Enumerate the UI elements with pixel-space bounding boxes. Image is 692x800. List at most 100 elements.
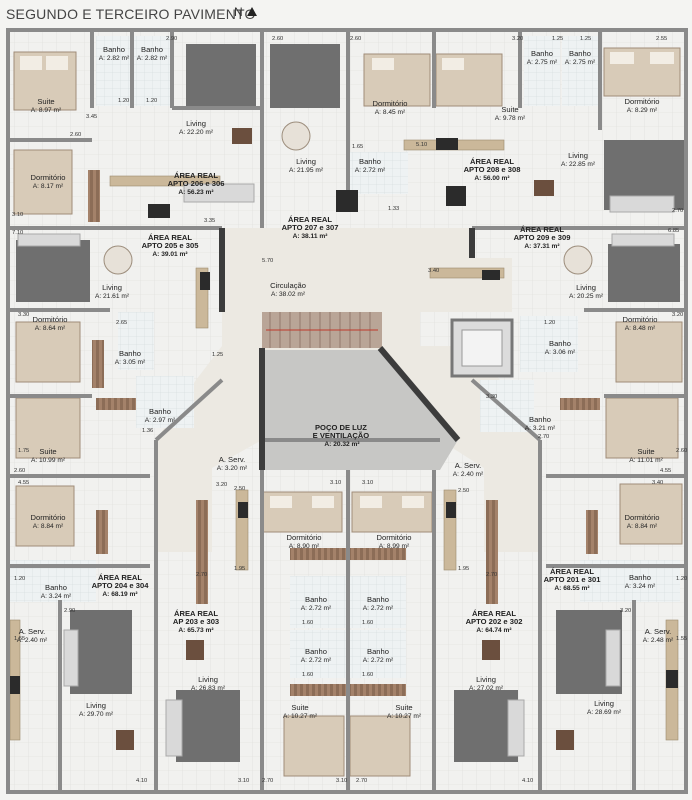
plan-title: SEGUNDO E TERCEIRO PAVIMENTO xyxy=(6,6,256,22)
apt-207-name: ÁREA REAL xyxy=(288,215,332,224)
dimension-label: 3.20 xyxy=(216,482,227,488)
dimension-label: 2.60 xyxy=(272,36,283,42)
dimension-label: 1.60 xyxy=(362,672,373,678)
room-area: A: 11.01 m² xyxy=(629,457,663,464)
room-label: Living xyxy=(576,283,596,292)
apt-203-area: A: 65.73 m² xyxy=(178,627,214,634)
apt-206-unit: APTO 206 e 306 xyxy=(168,179,225,188)
dimension-label: 2.90 xyxy=(166,36,177,42)
room-area: A: 8.90 m² xyxy=(289,543,320,550)
apt-204-unit: APTO 204 e 304 xyxy=(92,581,150,590)
dimension-label: 6.85 xyxy=(668,228,679,234)
apt-202-unit: APTO 202 e 302 xyxy=(466,617,523,626)
room-label: A. Serv. xyxy=(19,627,45,636)
room-area: A: 26.83 m² xyxy=(191,685,226,692)
room-area: A: 2.72 m² xyxy=(355,167,386,174)
room-area: A: 2.72 m² xyxy=(301,657,332,664)
dimension-label: 3.40 xyxy=(428,268,439,274)
room-label: Dormitório xyxy=(624,513,659,522)
apt-205-unit: APTO 205 e 305 xyxy=(142,241,200,250)
apt-209-name: ÁREA REAL xyxy=(520,225,564,234)
dimension-label: 2.60 xyxy=(350,36,361,42)
room-label: Dormitório xyxy=(624,97,659,106)
room-label: Suite xyxy=(291,703,308,712)
dimension-label: 1.20 xyxy=(118,98,129,104)
room-area: A: 8.84 m² xyxy=(627,523,658,530)
dimension-label: 1.20 xyxy=(544,320,555,326)
room-area: A: 3.20 m² xyxy=(217,465,248,472)
room-label: Banho xyxy=(569,49,591,58)
dimension-label: 1.33 xyxy=(388,206,399,212)
room-area: A: 2.40 m² xyxy=(453,471,484,478)
room-area: A: 2.48 m² xyxy=(643,637,674,644)
north-indicator: N xyxy=(234,5,258,19)
room-area: A: 3.24 m² xyxy=(41,593,72,600)
apt-207-unit: APTO 207 e 307 xyxy=(282,223,339,232)
room-area: A: 3.05 m² xyxy=(115,359,146,366)
dimension-label: 3.40 xyxy=(652,480,663,486)
dimension-label: 1.55 xyxy=(14,636,25,642)
dimension-label: 1.55 xyxy=(676,636,687,642)
apt-203-unit: AP 203 e 303 xyxy=(173,617,219,626)
room-label: A. Serv. xyxy=(645,627,671,636)
room-area: A: 10.27 m² xyxy=(387,713,422,720)
dimension-label: 5.10 xyxy=(416,142,427,148)
room-area: A: 20.25 m² xyxy=(569,293,604,300)
dimension-label: 2.60 xyxy=(70,132,81,138)
room-label: Banho xyxy=(45,583,67,592)
dimension-label: 2.65 xyxy=(116,320,127,326)
dimension-label: 1.25 xyxy=(552,36,563,42)
room-area: A: 2.75 m² xyxy=(527,59,558,66)
north-arrow-icon xyxy=(247,7,258,16)
dimension-label: 2.50 xyxy=(234,486,245,492)
room-area: A: 3.24 m² xyxy=(625,583,656,590)
dimension-label: 3.10 xyxy=(238,778,249,784)
room-area: A: 21.61 m² xyxy=(95,293,130,300)
room-area: A: 8.84 m² xyxy=(33,523,64,530)
room-area: A: 21.95 m² xyxy=(289,167,324,174)
room-area: A: 2.40 m² xyxy=(17,637,48,644)
room-area: A: 2.72 m² xyxy=(363,657,394,664)
dimension-label: 1.20 xyxy=(14,576,25,582)
dimension-label: 2.60 xyxy=(14,468,25,474)
room-label: Banho xyxy=(141,45,163,54)
room-label: Dormitório xyxy=(30,173,65,182)
dimension-label: 2.60 xyxy=(676,448,687,454)
dimension-label: 2.70 xyxy=(356,778,367,784)
room-area: A: 10.99 m² xyxy=(31,457,66,464)
dimension-label: 1.60 xyxy=(302,672,313,678)
room-label: Banho xyxy=(367,595,389,604)
room-area: A: 29.70 m² xyxy=(79,711,114,718)
dimension-label: 1.36 xyxy=(142,428,153,434)
dimension-label: 2.70 xyxy=(538,434,549,440)
room-area: A: 2.97 m² xyxy=(145,417,176,424)
svg-text:A. Serv.A: 3.20 m²: A. Serv.A: 3.20 m² xyxy=(217,455,248,472)
room-area: A: 8.64 m² xyxy=(35,325,66,332)
room-area: A: 2.75 m² xyxy=(565,59,596,66)
room-area: A: 22.20 m² xyxy=(179,129,214,136)
